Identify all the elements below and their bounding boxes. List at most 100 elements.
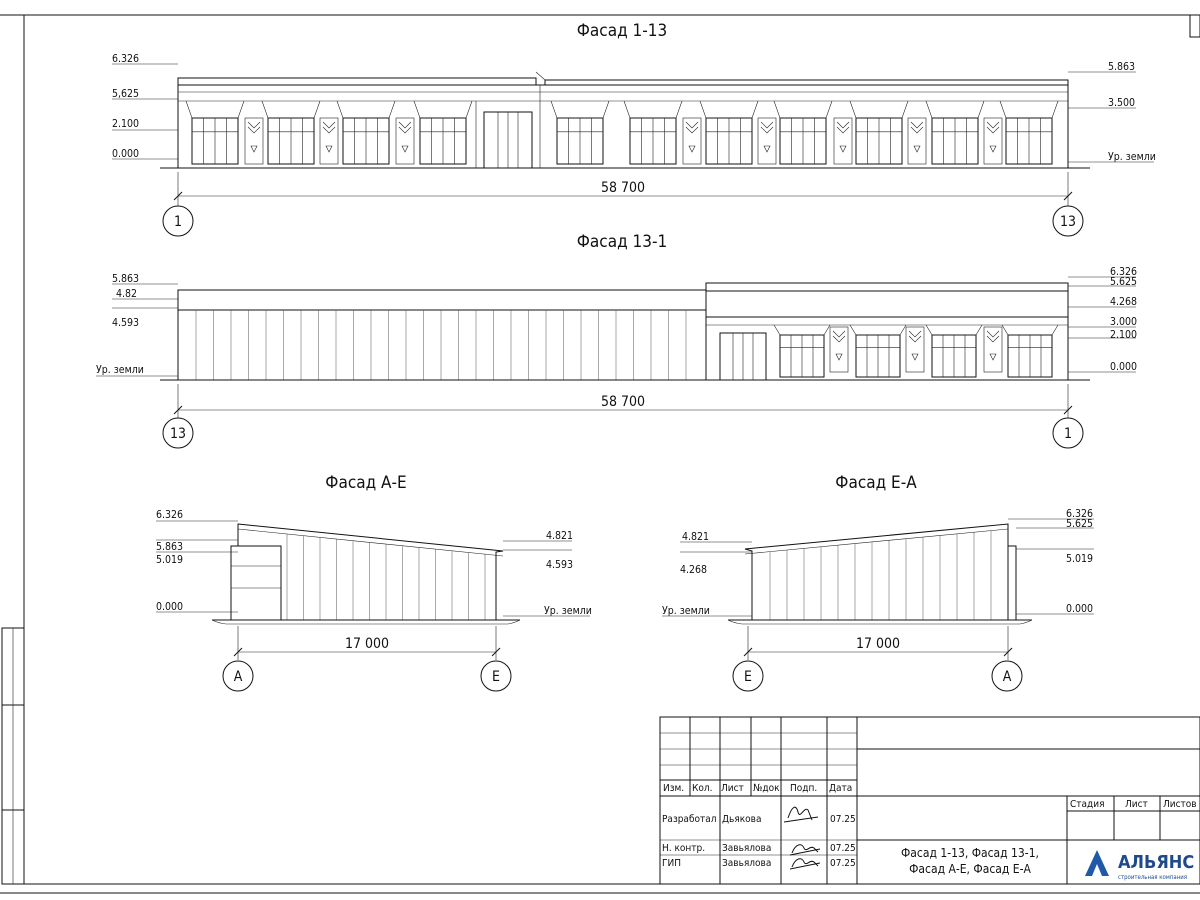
- axis-label: А: [1003, 669, 1012, 685]
- pier: [319, 117, 339, 165]
- side-stamp-column: [1, 627, 25, 885]
- facade-e-a-annex: [1007, 545, 1017, 621]
- tb-header: Изм.: [663, 783, 684, 794]
- facade-a-e-dimension: 17 000: [233, 626, 501, 660]
- facade-1-13: Фасад 1-13 6.326 5,625 2.100 0.000: [112, 21, 1156, 237]
- axis-bubble: [480, 660, 512, 692]
- pier: [983, 117, 1003, 165]
- facade-e-a: Фасад Е-А 4.821 4.268 Ур. земли 6.326 5.…: [662, 473, 1094, 692]
- signature: [789, 858, 821, 870]
- pier: [757, 117, 777, 165]
- level-mark: Ур. земли: [544, 605, 592, 617]
- axis-label: 13: [170, 426, 186, 442]
- pier: [983, 326, 1003, 373]
- level-mark: 4.593: [112, 317, 139, 329]
- level-mark: 5.625: [1110, 276, 1137, 288]
- facade-13-1-wall-panels: [195, 310, 687, 380]
- level-mark: 0.000: [1110, 361, 1137, 373]
- level-mark: 0.000: [112, 148, 139, 160]
- pier: [682, 117, 702, 165]
- tb-name: Завьялова: [722, 858, 771, 869]
- tb-header: №док: [753, 783, 780, 794]
- facade-1-13-wall: [177, 84, 1069, 169]
- pier: [907, 117, 927, 165]
- facade-1-13-parapet-low: [544, 79, 1069, 86]
- axis-label: 1: [174, 214, 182, 230]
- facade-13-1-windows: [773, 324, 1059, 378]
- tb-role: Н. контр.: [662, 843, 705, 854]
- tb-date: 07.25: [830, 843, 856, 854]
- level-mark: 6.326: [112, 53, 139, 65]
- facade-1-13-levels-right: 5.863 3.500 Ур. земли: [1068, 61, 1156, 163]
- signature: [783, 806, 819, 823]
- axis-label: 1: [1064, 426, 1072, 442]
- axis-label: А: [234, 669, 243, 685]
- dimension-label: 17 000: [345, 636, 389, 652]
- level-mark: 6.326: [156, 509, 183, 521]
- facade-13-1-levels-left: 5.863 4.82 4.593 Ур. земли: [96, 273, 178, 377]
- level-mark: 5,625: [112, 88, 139, 100]
- facade-1-13-title: Фасад 1-13: [577, 21, 667, 41]
- level-mark: 5.625: [1066, 518, 1093, 530]
- facade-e-a-panels: [769, 530, 992, 620]
- facade-a-e-title: Фасад А-Е: [325, 473, 406, 493]
- facade-a-e: Фасад А-Е 6.326 5.863 5.019 0.000 4.821 …: [156, 473, 592, 692]
- frame-corner-box: [1189, 14, 1200, 38]
- facade-e-a-levels-right: 6.326 5.625 5.019 0.000: [1008, 508, 1094, 615]
- facade-1-13-parapet-high: [177, 77, 537, 86]
- level-mark: 2.100: [112, 118, 139, 130]
- axis-label: 13: [1060, 214, 1076, 230]
- facade-a-e-panels: [286, 533, 486, 620]
- pier: [829, 326, 849, 373]
- level-mark: 6.326: [1110, 266, 1137, 278]
- stage-header: Стадия: [1070, 799, 1105, 810]
- facade-e-a-levels-left: 4.821 4.268 Ур. земли: [662, 531, 752, 617]
- sheet-title: Фасад А-Е, Фасад Е-А: [909, 862, 1031, 876]
- level-mark: 5.019: [1066, 553, 1093, 565]
- title-block: Изм. Кол. Лист №док Подп. Дата Разработа…: [659, 716, 1200, 885]
- level-mark: 2.100: [1110, 329, 1137, 341]
- axis-bubble: [162, 205, 194, 237]
- level-mark: 4.821: [546, 530, 573, 542]
- facade-13-1: Фасад 13-1 5.863 4.82 4.593 Ур. земли: [96, 232, 1137, 449]
- level-mark: 5.019: [156, 554, 183, 566]
- level-mark: 4.821: [682, 531, 709, 543]
- sheet-title: Фасад 1-13, Фасад 13-1,: [901, 846, 1039, 860]
- level-mark: 0.000: [1066, 603, 1093, 615]
- facade-1-13-dimension: 58 700: [173, 172, 1073, 206]
- facade-13-1-right-parapet: [705, 282, 1069, 292]
- facade-13-1-left-wall: [177, 309, 707, 381]
- tb-header: Кол.: [692, 783, 713, 794]
- stage-header: Листов: [1163, 799, 1197, 810]
- level-mark: 4.268: [1110, 296, 1137, 308]
- dimension-label: 17 000: [856, 636, 900, 652]
- axis-bubble: [732, 660, 764, 692]
- level-mark: 6.326: [1066, 508, 1093, 520]
- company-logo-icon: [1085, 850, 1109, 876]
- facade-a-e-levels-left: 6.326 5.863 5.019 0.000: [156, 509, 238, 613]
- tb-date: 07.25: [830, 858, 856, 869]
- dimension-label: 58 700: [601, 180, 645, 196]
- axis-bubble: [162, 417, 194, 449]
- axis-bubble: [1052, 205, 1084, 237]
- dimension-label: 58 700: [601, 394, 645, 410]
- company-name: АЛЬЯНС: [1118, 852, 1194, 873]
- pier: [905, 326, 925, 373]
- level-mark: Ур. земли: [96, 364, 144, 376]
- facade-13-1-entrance: [719, 332, 767, 381]
- pier: [833, 117, 853, 165]
- tb-header: Подп.: [790, 783, 817, 794]
- pier: [395, 117, 415, 165]
- facade-1-13-windows: [185, 85, 1059, 168]
- facade-a-e-annex: [230, 545, 282, 621]
- facade-13-1-dimension: 58 700: [173, 384, 1073, 418]
- level-mark: Ур. земли: [662, 605, 710, 617]
- tb-role: ГИП: [662, 858, 681, 869]
- tb-date: 07.25: [830, 814, 856, 825]
- facade-13-1-levels-right: 6.326 5.625 4.268 3.000 2.100 0.000: [1068, 266, 1137, 373]
- axis-label: Е: [492, 669, 500, 685]
- tb-name: Дьякова: [722, 814, 762, 825]
- level-mark: 0.000: [156, 601, 183, 613]
- facade-1-13-entrance: [483, 111, 533, 169]
- facade-a-e-levels-right: 4.821 4.593 Ур. земли: [503, 530, 592, 617]
